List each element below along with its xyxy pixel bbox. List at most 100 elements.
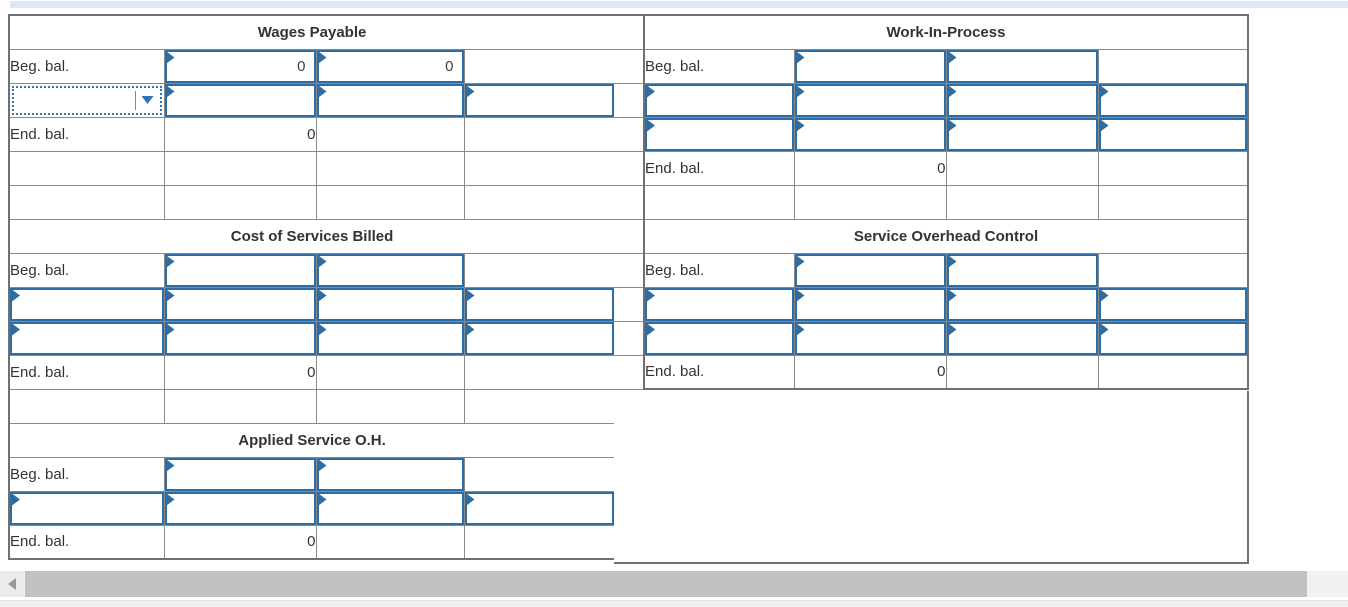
- input-flag-icon: [166, 323, 175, 336]
- amount-input-cell[interactable]: [315, 252, 465, 288]
- amount-input-cell[interactable]: [315, 456, 465, 492]
- input-flag-icon: [1100, 323, 1109, 336]
- scroll-left-arrow-icon: [8, 578, 16, 590]
- empty-cell: [463, 48, 616, 84]
- input-flag-icon: [948, 85, 957, 98]
- input-flag-icon: [318, 85, 327, 98]
- amount-input-cell[interactable]: [163, 286, 317, 322]
- amount-input-cell[interactable]: [463, 320, 616, 356]
- amount-input-cell[interactable]: [163, 320, 317, 356]
- horizontal-scrollbar[interactable]: [0, 571, 1348, 597]
- amount-input-cell[interactable]: [463, 82, 616, 118]
- end-bal-label: End. bal.: [643, 354, 795, 390]
- input-flag-icon: [948, 119, 957, 132]
- worksheet-empty-region: [614, 391, 1249, 564]
- amount-input-cell[interactable]: [793, 320, 947, 356]
- input-flag-icon: [166, 51, 175, 64]
- beg-bal-label: Beg. bal.: [8, 252, 165, 288]
- left-account-table: Wages Payable Beg. bal. 0 0 End. bal. 0 …: [8, 14, 617, 560]
- end-balance-value: 0: [163, 524, 317, 560]
- input-flag-icon: [796, 51, 805, 64]
- end-balance-underline-cell: [315, 354, 465, 390]
- amount-input-cell[interactable]: [643, 320, 795, 356]
- scrollbar-thumb[interactable]: [25, 571, 1307, 597]
- amount-input-cell[interactable]: [8, 490, 165, 526]
- input-flag-icon: [647, 119, 655, 132]
- amount-input-cell[interactable]: [315, 286, 465, 322]
- dropdown-caret-icon: [141, 96, 154, 104]
- amount-input-cell[interactable]: [163, 490, 317, 526]
- amount-input-cell[interactable]: [8, 320, 165, 356]
- amount-input-cell[interactable]: 0: [163, 48, 317, 84]
- input-flag-icon: [166, 289, 175, 302]
- amount-input-cell[interactable]: [945, 116, 1099, 152]
- amount-input-cell[interactable]: [163, 82, 317, 118]
- empty-cell: [463, 524, 616, 560]
- empty-cell: [1097, 184, 1249, 220]
- account-header-applied-service-oh: Applied Service O.H.: [8, 422, 616, 458]
- amount-input-cell[interactable]: [163, 456, 317, 492]
- empty-cell: [793, 184, 947, 220]
- input-flag-icon: [318, 255, 327, 268]
- empty-cell: [463, 252, 616, 288]
- amount-input-cell[interactable]: [163, 252, 317, 288]
- amount-input-cell[interactable]: [793, 48, 947, 84]
- input-flag-icon: [318, 323, 327, 336]
- amount-input-cell[interactable]: [1097, 116, 1249, 152]
- account-dropdown-cell: [8, 82, 165, 118]
- end-balance-underline-cell: [315, 116, 465, 152]
- input-flag-icon: [796, 119, 805, 132]
- empty-cell: [1097, 354, 1249, 390]
- empty-cell: [463, 184, 616, 220]
- amount-input-cell[interactable]: [793, 82, 947, 118]
- amount-input-cell[interactable]: 0: [315, 48, 465, 84]
- empty-cell: [463, 354, 616, 390]
- top-strip: [10, 1, 1348, 8]
- amount-input-cell[interactable]: [945, 320, 1099, 356]
- amount-input-cell[interactable]: [643, 286, 795, 322]
- account-header-work-in-process: Work-In-Process: [643, 14, 1249, 50]
- empty-cell: [315, 388, 465, 424]
- scroll-left-button[interactable]: [0, 571, 24, 597]
- grid-gap-column: [614, 14, 643, 394]
- input-flag-icon: [796, 323, 805, 336]
- end-balance-value: 0: [163, 116, 317, 152]
- amount-input-cell[interactable]: [793, 286, 947, 322]
- amount-input-cell[interactable]: [643, 116, 795, 152]
- empty-cell: [1097, 252, 1249, 288]
- beg-bal-label: Beg. bal.: [8, 456, 165, 492]
- amount-input-cell[interactable]: [945, 82, 1099, 118]
- amount-input-cell[interactable]: [945, 252, 1099, 288]
- account-header-wages-payable: Wages Payable: [8, 14, 616, 50]
- amount-input-cell[interactable]: [315, 320, 465, 356]
- amount-input-cell[interactable]: [463, 286, 616, 322]
- amount-input-cell[interactable]: [793, 116, 947, 152]
- input-flag-icon: [948, 323, 957, 336]
- input-flag-icon: [12, 289, 20, 302]
- amount-input-cell[interactable]: [315, 490, 465, 526]
- end-bal-label: End. bal.: [8, 524, 165, 560]
- amount-input-cell[interactable]: [1097, 82, 1249, 118]
- account-dropdown[interactable]: [12, 85, 162, 115]
- amount-input-cell[interactable]: [315, 82, 465, 118]
- end-balance-value: 0: [793, 354, 947, 390]
- amount-input-cell[interactable]: [463, 490, 616, 526]
- beg-bal-label: Beg. bal.: [643, 48, 795, 84]
- input-flag-icon: [318, 493, 327, 506]
- amount-input-cell[interactable]: [1097, 320, 1249, 356]
- input-flag-icon: [647, 289, 655, 302]
- amount-input-cell[interactable]: [643, 82, 795, 118]
- input-flag-icon: [796, 289, 805, 302]
- input-flag-icon: [166, 459, 175, 472]
- account-header-service-overhead-control: Service Overhead Control: [643, 218, 1249, 254]
- amount-input-cell[interactable]: [945, 286, 1099, 322]
- right-account-table: Work-In-Process Beg. bal. End. bal. 0 Se…: [643, 14, 1249, 390]
- beg-bal-label: Beg. bal.: [643, 252, 795, 288]
- input-flag-icon: [796, 255, 805, 268]
- amount-input-cell[interactable]: [1097, 286, 1249, 322]
- empty-cell: [163, 184, 317, 220]
- amount-input-cell[interactable]: [793, 252, 947, 288]
- amount-input-cell[interactable]: [8, 286, 165, 322]
- end-bal-label: End. bal.: [8, 116, 165, 152]
- amount-input-cell[interactable]: [945, 48, 1099, 84]
